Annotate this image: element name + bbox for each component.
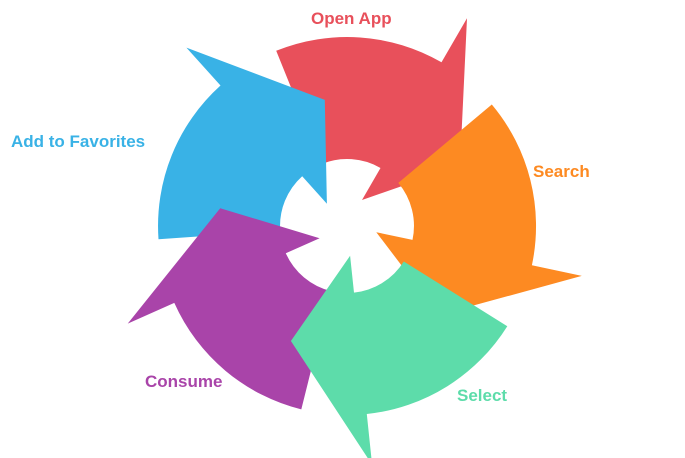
stage-label-select: Select	[457, 386, 508, 405]
cycle-arrow-consume	[127, 208, 331, 410]
stage-label-add-to-favorites: Add to Favorites	[11, 132, 146, 151]
cycle-arrow-select	[290, 255, 508, 458]
stage-label-consume: Consume	[145, 372, 223, 391]
stage-label-open-app: Open App	[311, 9, 392, 28]
stage-label-search: Search	[533, 162, 590, 181]
cycle-arrow-add-to-favorites	[158, 47, 327, 240]
cycle-arrow-search	[376, 104, 582, 315]
